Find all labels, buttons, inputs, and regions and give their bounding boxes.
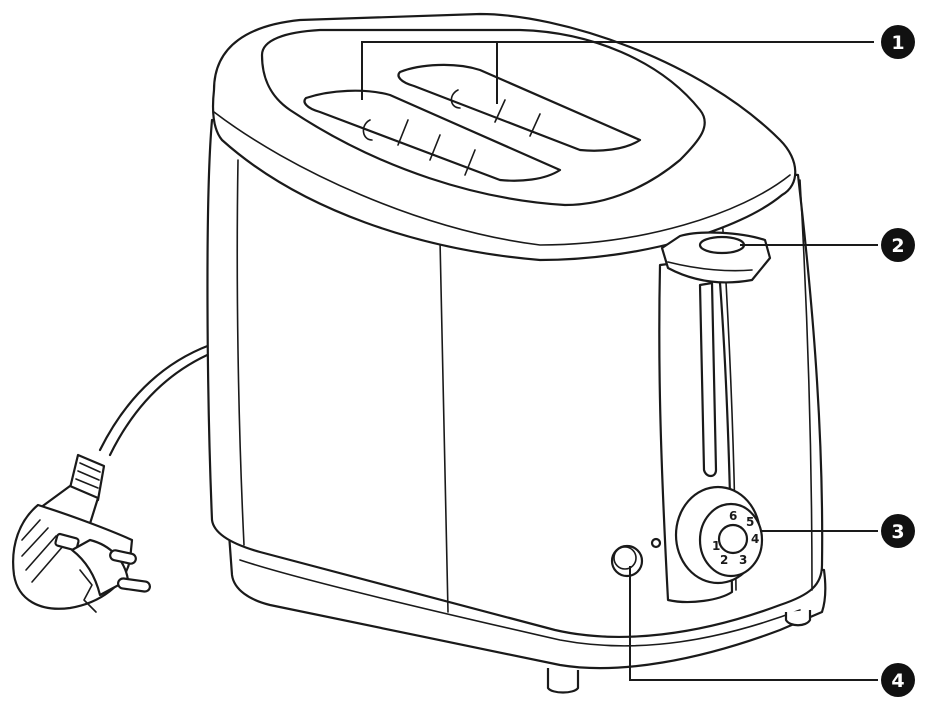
dial-mark-1: 1 (712, 539, 720, 553)
callout-label-3: 3 (891, 521, 904, 543)
callout-3: 3 (760, 514, 915, 548)
dial-mark-4: 4 (751, 532, 759, 546)
dial-mark-5: 5 (746, 515, 754, 529)
bread-slots (303, 63, 642, 182)
cancel-button[interactable] (610, 544, 644, 578)
indicator-light (650, 537, 662, 549)
dial-mark-3: 3 (739, 553, 747, 567)
power-cord (98, 343, 216, 457)
toaster-feet (546, 610, 812, 694)
browning-dial[interactable]: 1 2 3 4 5 6 (674, 485, 764, 585)
dial-mark-6: 6 (729, 509, 737, 523)
callout-2: 2 (740, 228, 915, 262)
callout-badge-1 (881, 25, 915, 59)
callout-1: 1 (361, 25, 915, 104)
toaster-top (211, 12, 797, 262)
dial-mark-2: 2 (720, 553, 728, 567)
callout-label-4: 4 (891, 670, 904, 692)
callout-label-2: 2 (891, 235, 904, 257)
callout-badge-2 (881, 228, 915, 262)
callout-4: 4 (629, 566, 915, 697)
callout-badge-3 (881, 514, 915, 548)
callout-badge-4 (881, 663, 915, 697)
callout-label-1: 1 (891, 32, 904, 54)
power-plug (12, 453, 151, 613)
